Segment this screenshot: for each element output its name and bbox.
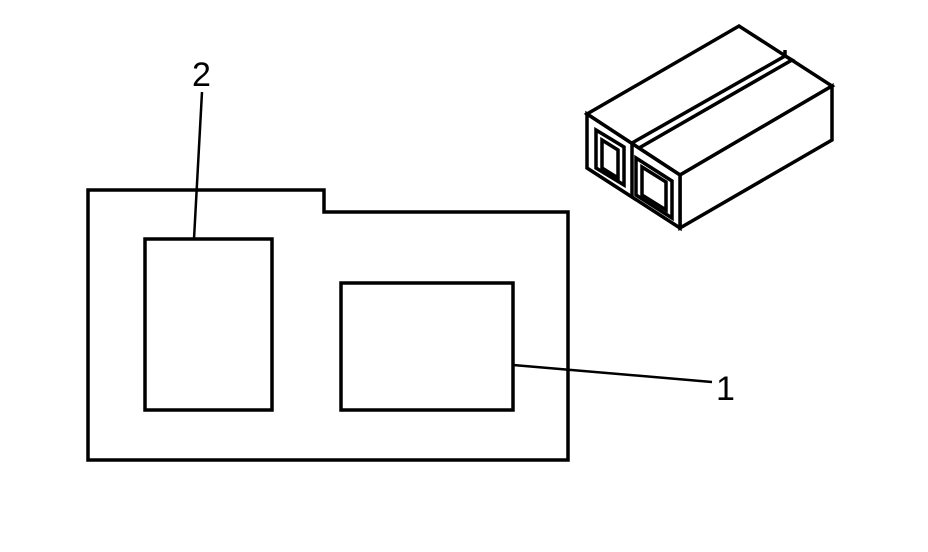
connector-housing [583, 23, 836, 232]
cavity-2 [143, 237, 274, 412]
callout-1: 1 [716, 370, 735, 408]
callout-2: 2 [192, 56, 211, 94]
connector-cavity-right [634, 154, 674, 222]
connector-cavity-left-inner [600, 136, 620, 182]
connector-top-ridge [631, 53, 796, 150]
cavity-1 [339, 281, 515, 412]
connector-cavity-right-inner [640, 163, 668, 214]
leader-line-1 [512, 363, 713, 384]
leader-line-2 [192, 91, 204, 240]
board-outline [86, 188, 570, 462]
connector-cavity-left [594, 126, 626, 189]
